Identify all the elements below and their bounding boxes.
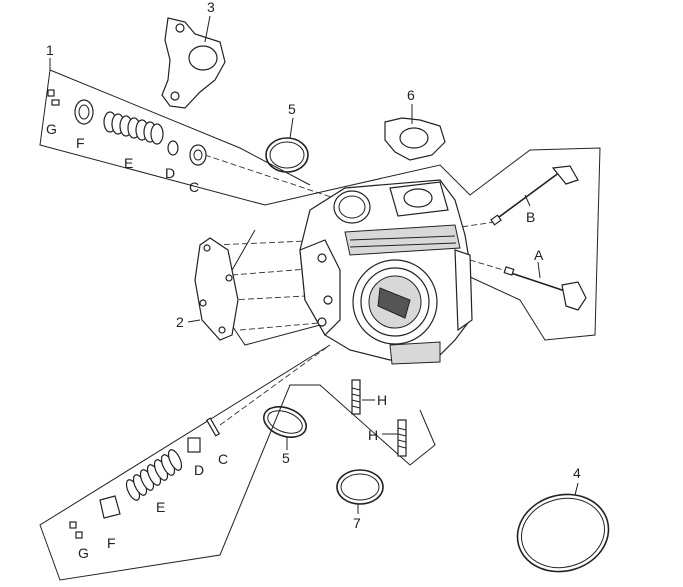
callout-b-line — [524, 194, 531, 207]
leader-a — [469, 259, 511, 273]
label-b: B — [526, 209, 535, 225]
gasket-3-port — [188, 45, 218, 71]
label-f-top: F — [76, 135, 85, 151]
o-ring-7 — [336, 469, 384, 505]
callout-2-line — [187, 319, 201, 323]
label-c-bottom: C — [218, 451, 228, 467]
side-cover-gasket-2 — [194, 237, 239, 341]
label-6: 6 — [407, 87, 415, 103]
label-d-top: D — [165, 165, 175, 181]
lower-group-bracket — [39, 344, 436, 581]
group-1-bracket — [39, 69, 331, 206]
leader-gasket-3 — [229, 294, 326, 301]
spring-e-bottom — [125, 449, 183, 501]
washer-c-bottom — [205, 417, 221, 437]
gasket-6-port — [399, 127, 429, 149]
label-e-top: E — [124, 155, 133, 171]
label-1: 1 — [46, 42, 54, 58]
cotter-g-bottom — [69, 521, 83, 539]
valve-a — [503, 266, 587, 311]
label-5-bottom: 5 — [282, 450, 290, 466]
retainer-f-top — [74, 99, 94, 125]
label-5-top: 5 — [288, 101, 296, 117]
label-4: 4 — [573, 465, 581, 481]
label-e-bottom: E — [156, 499, 165, 515]
spring-e-top — [103, 111, 164, 145]
callout-3-line — [204, 15, 211, 43]
stud-h-lower — [397, 419, 407, 457]
label-c-top: C — [189, 179, 199, 195]
callout-a-line — [537, 261, 541, 279]
gasket-2-hole-2 — [225, 274, 233, 282]
leader-c-bottom — [219, 344, 331, 426]
callout-5a-line — [289, 117, 294, 139]
gasket-2-hole-4 — [218, 326, 226, 334]
seal-d-bottom — [187, 437, 201, 453]
o-ring-4 — [516, 493, 610, 573]
o-ring-4-inner — [520, 497, 606, 569]
label-g-bottom: G — [78, 545, 89, 561]
label-h-upper: H — [377, 392, 387, 408]
gasket-3-hole-1 — [175, 23, 185, 33]
callout-4-line — [574, 482, 579, 496]
washer-c-top — [189, 144, 207, 166]
valve-group-bracket — [329, 147, 601, 341]
gasket-2-hole-1 — [203, 244, 211, 252]
o-ring-5-top-inner — [269, 141, 305, 169]
retainer-f-bottom — [99, 495, 121, 519]
label-d-bottom: D — [194, 462, 204, 478]
leader-c-top — [204, 154, 341, 201]
label-f-bottom: F — [107, 535, 116, 551]
valve-b — [490, 165, 579, 226]
label-g-top: G — [46, 121, 57, 137]
o-ring-5-top — [265, 137, 309, 173]
label-3: 3 — [207, 0, 215, 15]
o-ring-7-inner — [340, 473, 380, 501]
label-h-lower: H — [368, 427, 378, 443]
label-7: 7 — [353, 515, 361, 531]
cylinder-head — [299, 179, 473, 365]
label-2: 2 — [176, 314, 184, 330]
stud-h-upper — [351, 379, 361, 415]
cotter-g-top — [47, 89, 60, 106]
gasket-2-hole-3 — [199, 299, 207, 307]
leader-gasket-4 — [239, 321, 331, 331]
o-ring-5-bottom — [262, 406, 308, 438]
gasket-3-hole-2 — [170, 91, 180, 101]
label-a: A — [534, 247, 544, 263]
seal-d-top — [167, 140, 179, 156]
o-ring-5-bottom-inner — [267, 410, 303, 434]
